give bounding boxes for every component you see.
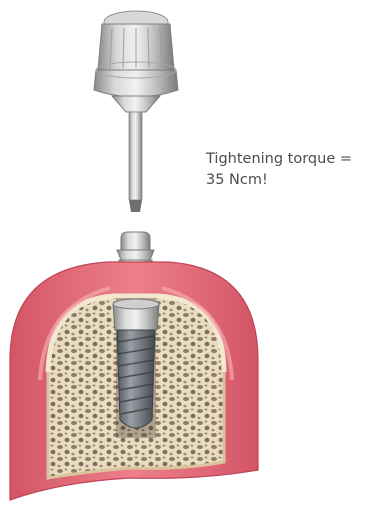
torque-annotation: Tightening torque = 35 Ncm! bbox=[206, 149, 371, 191]
dental-implant-icon bbox=[113, 299, 159, 428]
torque-annotation-line-1: Tightening torque = bbox=[206, 149, 371, 170]
torque-driver-icon bbox=[94, 11, 178, 212]
torque-annotation-line-2: 35 Ncm! bbox=[206, 170, 371, 191]
